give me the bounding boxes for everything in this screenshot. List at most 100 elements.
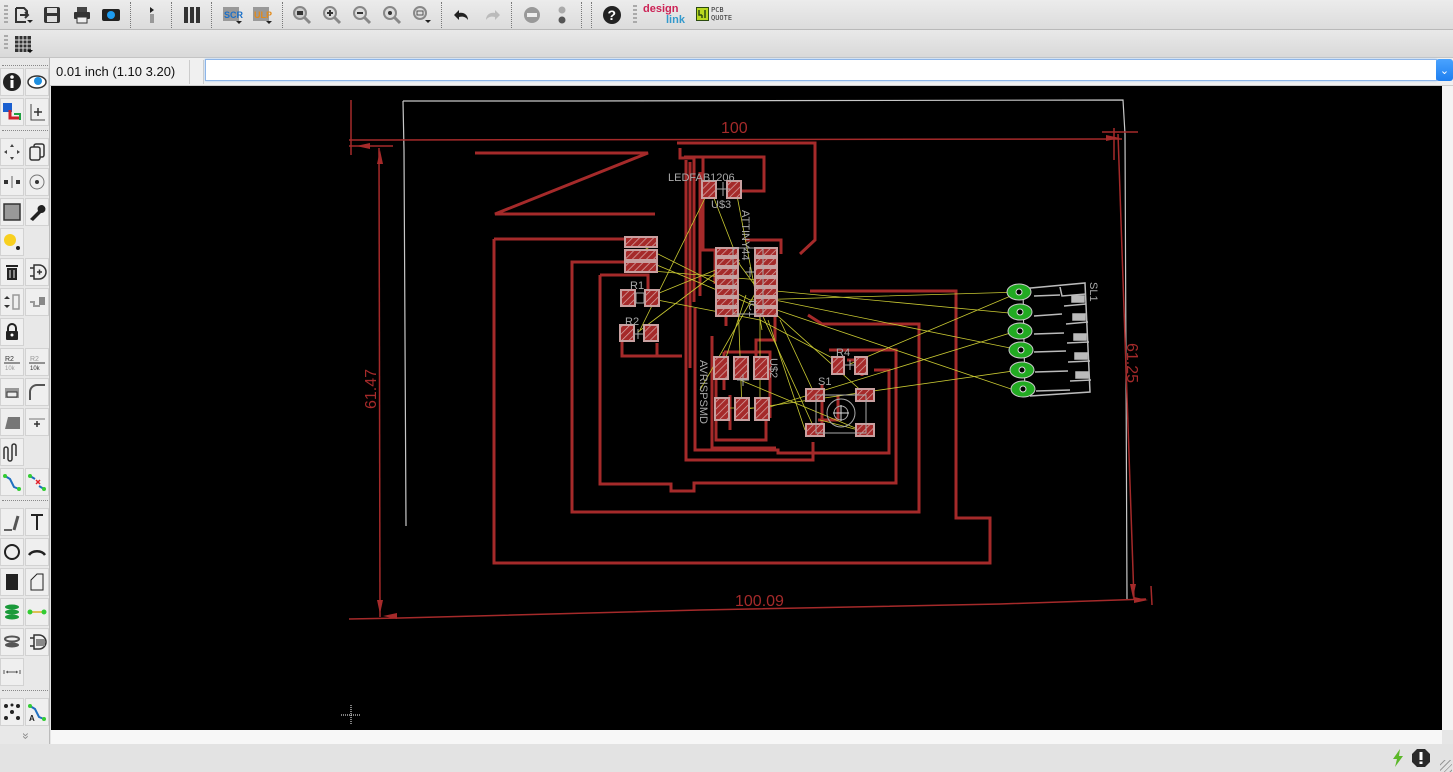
- rotate-icon: [29, 174, 45, 190]
- sidebar-grip[interactable]: [2, 65, 48, 66]
- group-button[interactable]: [0, 198, 24, 226]
- redo-icon: [486, 10, 500, 20]
- add-button[interactable]: [25, 258, 49, 286]
- miter-button[interactable]: [25, 378, 49, 406]
- trash-icon: [6, 265, 18, 280]
- toolbar-grip[interactable]: [4, 35, 8, 51]
- dimension-top-line: [348, 138, 1123, 141]
- arc-button[interactable]: [25, 538, 49, 566]
- mark-icon: [30, 104, 45, 121]
- optimize-button[interactable]: [25, 408, 49, 436]
- coordinate-spacer: [190, 60, 204, 84]
- rect-button[interactable]: [0, 568, 24, 596]
- board-canvas[interactable]: 100 100.09 61.47 61.25: [51, 86, 1442, 730]
- meander-button[interactable]: [0, 438, 24, 466]
- ulp-button[interactable]: ULP: [252, 4, 274, 26]
- zoom-fit-button[interactable]: [291, 4, 313, 26]
- pinswap-button[interactable]: [25, 288, 49, 316]
- dimension-right-label: 61.25: [1123, 343, 1140, 383]
- smash-button[interactable]: [0, 378, 24, 406]
- ratsnest-button[interactable]: [0, 698, 24, 726]
- board-schematic-button[interactable]: [141, 4, 163, 26]
- toolbar-grip[interactable]: [633, 5, 637, 25]
- smd-pad: [626, 251, 656, 259]
- ripup-button[interactable]: [25, 468, 49, 496]
- toolbar-grip[interactable]: [4, 5, 8, 25]
- undo-button[interactable]: [451, 4, 473, 26]
- smd-pad: [622, 291, 634, 305]
- wire-button[interactable]: [0, 508, 24, 536]
- grid-button[interactable]: [12, 33, 34, 55]
- zoom-fit-icon: [293, 6, 312, 25]
- wire-icon: [4, 515, 20, 531]
- print-icon: [74, 7, 90, 24]
- autorouter-button[interactable]: A: [25, 698, 49, 726]
- smd-pad: [717, 309, 737, 315]
- grid-icon: [15, 36, 33, 53]
- info-button[interactable]: [0, 68, 24, 96]
- rotate-button[interactable]: [25, 168, 49, 196]
- mirror-button[interactable]: [0, 168, 24, 196]
- lightning-icon[interactable]: [1391, 749, 1405, 767]
- signal-button[interactable]: [25, 598, 49, 626]
- stop-button[interactable]: [521, 4, 543, 26]
- lock-icon: [6, 323, 18, 340]
- dimension-button[interactable]: [0, 658, 24, 686]
- copy-button[interactable]: [25, 138, 49, 166]
- show-button[interactable]: [25, 68, 49, 96]
- move-button[interactable]: [0, 138, 24, 166]
- ratsnest-icon: [4, 703, 20, 720]
- change-button[interactable]: [25, 198, 49, 226]
- designlink-button[interactable]: design link: [643, 4, 687, 28]
- replace-button[interactable]: [0, 288, 24, 316]
- attribute-button[interactable]: [25, 628, 49, 656]
- copper-traces: [475, 141, 992, 565]
- go-button[interactable]: [551, 4, 573, 26]
- cam-button[interactable]: [100, 4, 122, 26]
- zoom-in-button[interactable]: [321, 4, 343, 26]
- zoom-select-button[interactable]: [411, 4, 433, 26]
- help-icon: ?: [603, 6, 621, 24]
- via-button[interactable]: [0, 598, 24, 626]
- drill-hole: [1016, 308, 1024, 316]
- arc-icon: [27, 549, 47, 556]
- parameter-toolbar: [0, 30, 1453, 58]
- lock-button[interactable]: [0, 318, 24, 346]
- redraw-button[interactable]: [381, 4, 403, 26]
- display-layers-button[interactable]: [0, 98, 24, 126]
- paste-button[interactable]: [0, 228, 24, 256]
- pcb-quote-button[interactable]: PCB QUOTE: [696, 7, 736, 25]
- smd-pads: [619, 180, 875, 437]
- redo-button[interactable]: [481, 4, 503, 26]
- mark-button[interactable]: [25, 98, 49, 126]
- circle-button[interactable]: [0, 538, 24, 566]
- stop-sign-icon[interactable]: [1412, 749, 1430, 767]
- split-button[interactable]: [0, 408, 24, 436]
- open-button[interactable]: [12, 4, 34, 26]
- smd-pad: [626, 238, 656, 246]
- command-input[interactable]: [205, 59, 1437, 81]
- help-button[interactable]: ?: [601, 4, 623, 26]
- script-button[interactable]: SCR: [222, 4, 244, 26]
- zoom-out-button[interactable]: [351, 4, 373, 26]
- delete-button[interactable]: [0, 258, 24, 286]
- board-drawing[interactable]: 100 100.09 61.47 61.25: [51, 86, 1442, 730]
- command-history-dropdown[interactable]: ⌄: [1436, 59, 1453, 81]
- airwires: [637, 184, 1021, 433]
- toolbar-separator: [130, 2, 131, 28]
- miter-icon: [29, 384, 45, 400]
- route-button[interactable]: [0, 468, 24, 496]
- polygon-button[interactable]: [25, 568, 49, 596]
- print-button[interactable]: [71, 4, 93, 26]
- smd-pad: [833, 358, 843, 373]
- resize-grip[interactable]: [1440, 760, 1452, 772]
- toolbar-separator: [211, 2, 212, 28]
- save-button[interactable]: [41, 4, 63, 26]
- hole-button[interactable]: [0, 628, 24, 656]
- vertical-scrollbar[interactable]: [1442, 86, 1453, 730]
- text-button[interactable]: [25, 508, 49, 536]
- horizontal-scrollbar[interactable]: [51, 730, 1442, 744]
- library-button[interactable]: [181, 4, 203, 26]
